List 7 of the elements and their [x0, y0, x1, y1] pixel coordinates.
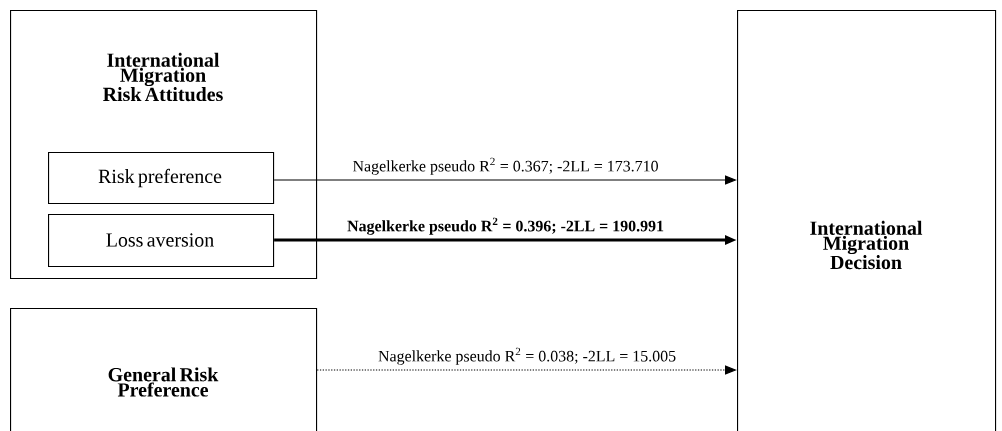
- edge-label: Nagelkerke pseudo R$^{2}$ = 0.396; -2LL = 190.991: [346, 216, 665, 236]
- outer-box: General Risk Preference: [10, 308, 318, 431]
- edge-label: Nagelkerke pseudo R$^{2}$ = 0.038; -2LL = 15.005: [377, 346, 678, 366]
- inner-box: Risk preference: [48, 152, 275, 205]
- edge-label: Nagelkerke pseudo R$^{2}$ = 0.367; -2LL = 173.710: [351, 156, 660, 176]
- outer-box: International Migration Decision: [737, 10, 997, 431]
- inner-box: Loss aversion: [48, 214, 275, 268]
